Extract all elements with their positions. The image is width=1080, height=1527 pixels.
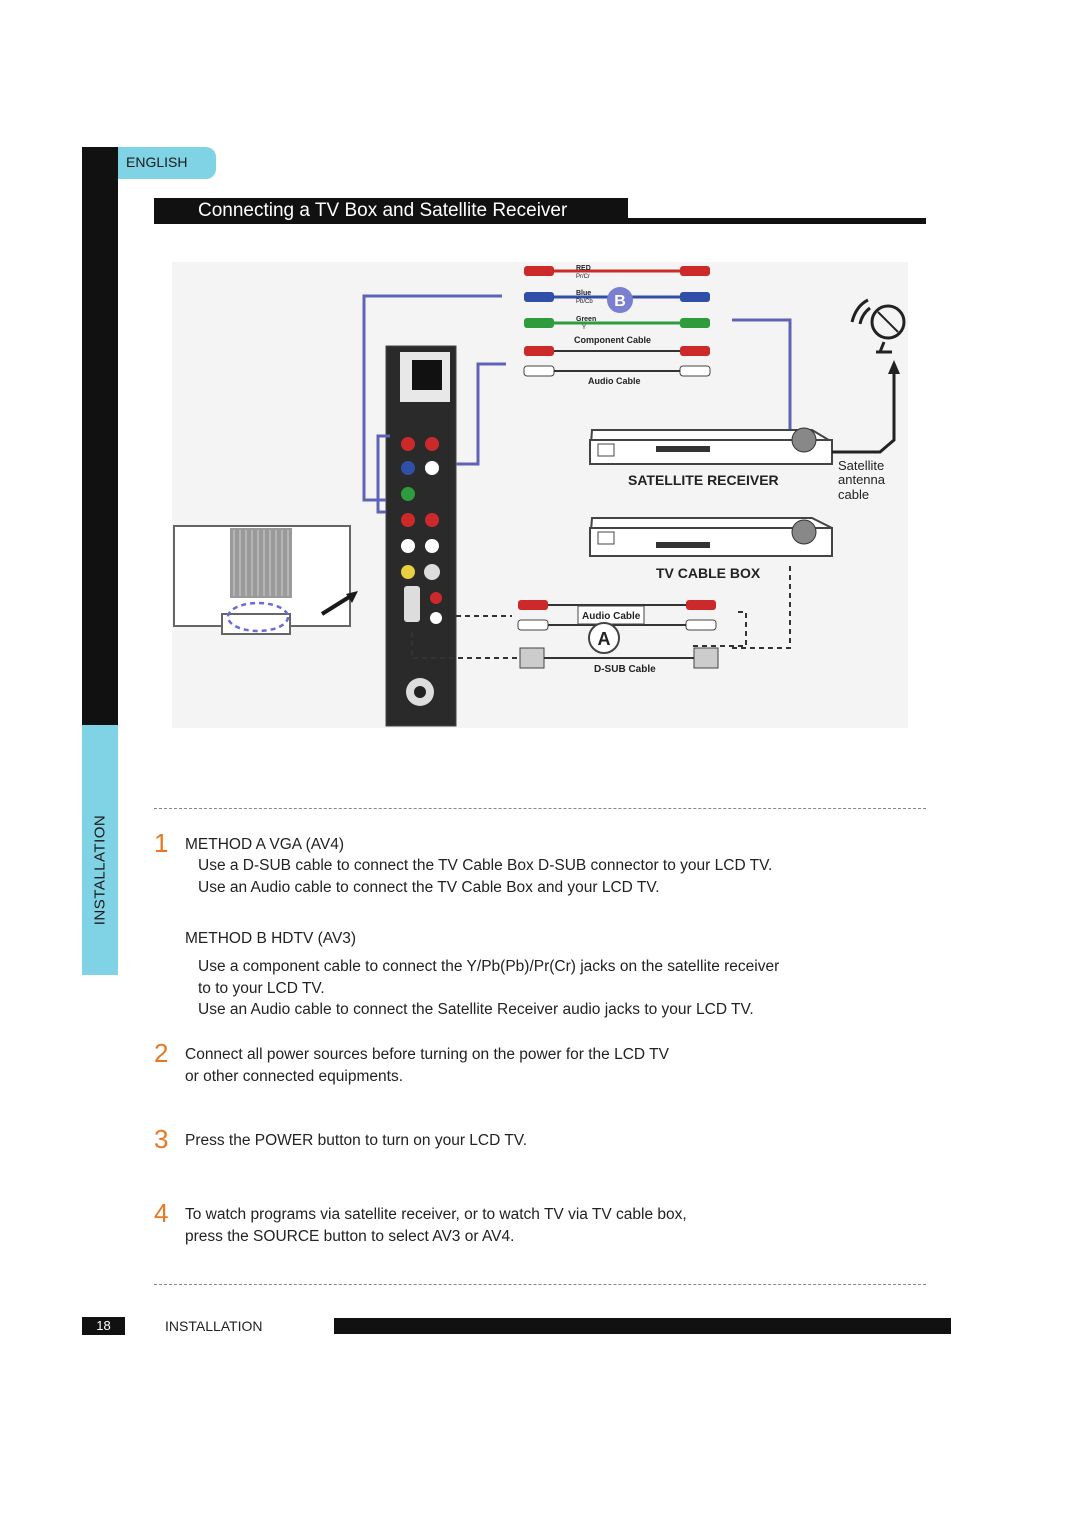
footer-section-label: INSTALLATION xyxy=(165,1318,263,1334)
marker-a: A xyxy=(598,629,611,649)
page-number-box: 18 xyxy=(82,1317,125,1335)
step-4-line-2: press the SOURCE button to select AV3 or… xyxy=(185,1228,515,1245)
step-number-3: 3 xyxy=(154,1124,169,1154)
sidebar-section-text: INSTALLATION xyxy=(91,814,109,926)
step-3-line-1: Press the POWER button to turn on your L… xyxy=(185,1132,528,1149)
label-blue: Blue xyxy=(576,290,591,297)
label-dsub-cable: D-SUB Cable xyxy=(594,664,656,675)
sidebar-section-band xyxy=(82,725,118,975)
label-red: RED xyxy=(576,265,591,272)
label-y: Y xyxy=(582,325,586,331)
step-number-2: 2 xyxy=(154,1038,169,1068)
connection-diagram: B RED Pr/Cr Blue Pb/Cb Green Y Component… xyxy=(172,262,908,728)
step-2-line-1: Connect all power sources before turning… xyxy=(185,1046,669,1063)
title-rule xyxy=(628,218,926,224)
label-pr: Pr/Cr xyxy=(576,274,590,280)
step-1-line-1: Use a D-SUB cable to connect the TV Cabl… xyxy=(198,857,773,874)
step-4-line-1: To watch programs via satellite receiver… xyxy=(185,1206,687,1223)
step-1-sub-line-1: Use a component cable to connect the Y/P… xyxy=(198,958,780,975)
label-tv-cable-box: TV CABLE BOX xyxy=(656,565,761,581)
title-bar xyxy=(154,198,628,224)
tv-input-panel xyxy=(385,345,457,727)
step-1-heading: METHOD A VGA (AV4) xyxy=(185,836,345,853)
step-1-subheading: METHOD B HDTV (AV3) xyxy=(185,930,357,947)
step-1-sub-line-2: to to your LCD TV. xyxy=(198,980,325,997)
step-2-line-2: or other connected equipments. xyxy=(185,1068,403,1085)
tv-cable-box: TV CABLE BOX xyxy=(588,517,833,581)
page-title: Connecting a TV Box and Satellite Receiv… xyxy=(198,200,568,221)
footer-bar xyxy=(334,1318,951,1334)
label-component-cable: Component Cable xyxy=(574,335,651,345)
separator-bottom xyxy=(154,1284,926,1285)
label-audio-cable-bottom: Audio Cable xyxy=(582,611,641,622)
satellite-receiver: SATELLITE RECEIVER xyxy=(588,427,833,488)
step-number-1: 1 xyxy=(154,828,169,858)
lcd-tv-back xyxy=(173,525,358,635)
page-number: 18 xyxy=(96,1318,111,1333)
separator-top xyxy=(154,808,926,809)
label-satellite: Satellite xyxy=(838,458,884,473)
marker-b: B xyxy=(614,293,626,310)
sidebar-section-label: INSTALLATION xyxy=(82,725,118,975)
label-cable: cable xyxy=(838,487,869,502)
step-number-4: 4 xyxy=(154,1198,169,1228)
method-a-cables: Audio Cable A D-SUB Cable xyxy=(517,600,719,675)
label-antenna: antenna xyxy=(838,472,886,487)
step-1-line-2: Use an Audio cable to connect the TV Cab… xyxy=(198,879,660,896)
label-satellite-receiver: SATELLITE RECEIVER xyxy=(628,472,779,488)
label-pb: Pb/Cb xyxy=(576,299,593,305)
sidebar-dark-band xyxy=(82,147,118,725)
language-tab-label: ENGLISH xyxy=(126,154,188,170)
component-cable-group: B RED Pr/Cr Blue Pb/Cb Green Y Component… xyxy=(523,265,711,386)
label-green: Green xyxy=(576,316,596,323)
label-audio-cable-top: Audio Cable xyxy=(588,376,641,386)
satellite-dish-icon: Satellite antenna cable xyxy=(832,298,906,502)
language-tab: ENGLISH xyxy=(118,147,216,179)
step-1-sub-line-3: Use an Audio cable to connect the Satell… xyxy=(198,1001,754,1018)
